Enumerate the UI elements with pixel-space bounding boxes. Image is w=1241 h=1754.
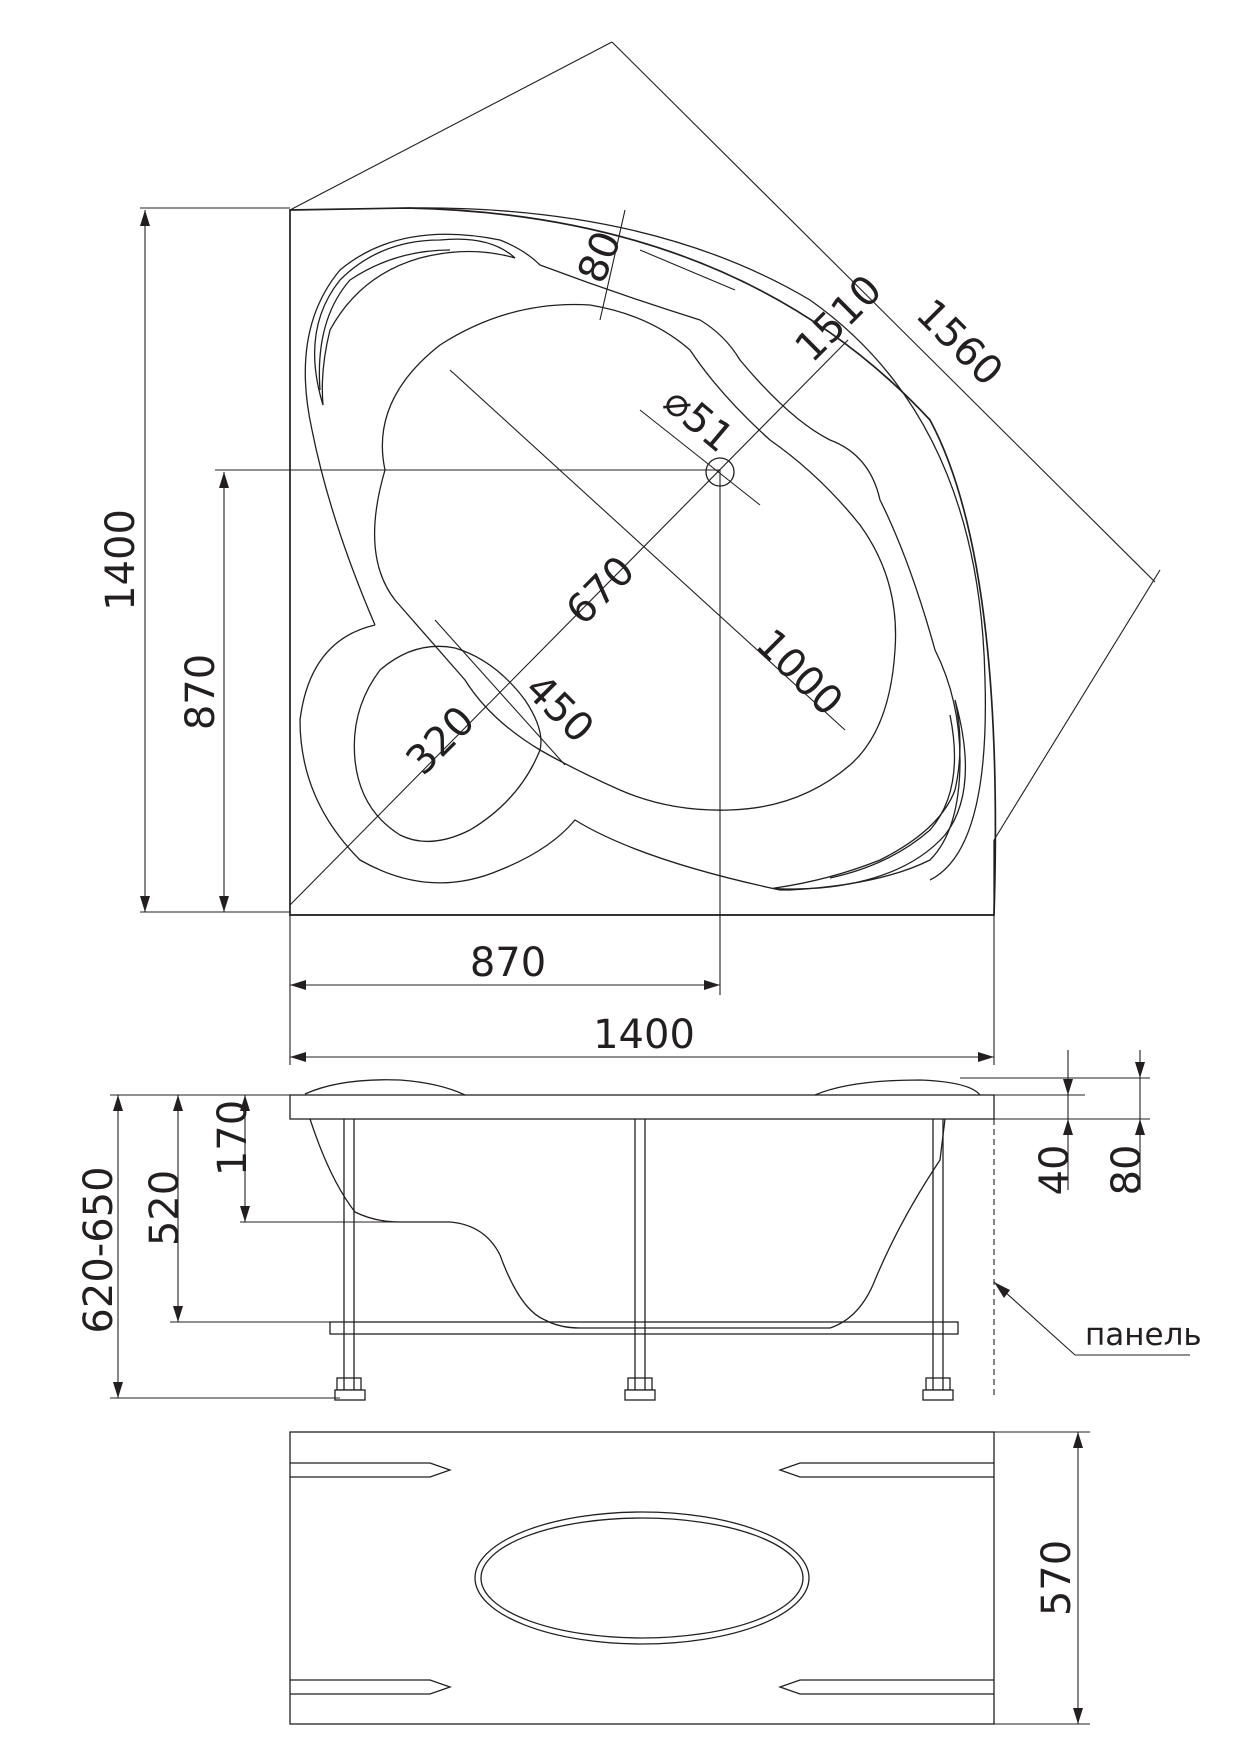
main-bowl: [373, 303, 897, 811]
dim-seat-length: 450: [516, 666, 603, 753]
bowl-profile: [309, 1118, 946, 1329]
frame-bar: [329, 1321, 959, 1335]
dim-diagonal-outer: 1560: [907, 291, 1012, 396]
headrest-groove-bottom: [772, 699, 967, 890]
dim-seat-depth: 170: [210, 1100, 256, 1176]
panel-oval-outer: [474, 1511, 810, 1645]
headrest-groove-top: [314, 238, 516, 406]
dim-total-height: 620-650: [76, 1166, 122, 1333]
dim-rim-height: 80: [1104, 1145, 1150, 1196]
dim-drain-x: 870: [470, 940, 546, 986]
side-view: 620-650 520 170 40 80 панель: [76, 1050, 1202, 1401]
dim-diagonal-inner: 1510: [787, 267, 892, 372]
panel-view: 570: [289, 1431, 1090, 1725]
dim-drain-y: 870: [178, 654, 224, 730]
rim-bar: [289, 1094, 995, 1120]
dim-width-top: 1400: [593, 1012, 695, 1058]
dim-panel-height: 570: [1034, 1540, 1080, 1616]
rim-contour: [304, 233, 961, 891]
dim-bowl-length: 1000: [747, 621, 852, 726]
dim-drain-diameter: ⌀51: [655, 378, 742, 461]
drain-circle: [705, 457, 735, 487]
top-view: 1400 870 1400 870 1560 1510 80 ⌀51 1000 …: [98, 41, 1161, 1065]
outer-rim: [407, 207, 987, 881]
dim-bowl-depth: 520: [142, 1170, 188, 1246]
dim-height-left: 1400: [98, 509, 144, 611]
seat-bowl: [353, 645, 542, 843]
panel-label: панель: [1085, 1317, 1202, 1353]
dim-seat-diameter: 320: [398, 698, 485, 785]
panel-outline: [289, 1431, 995, 1725]
outline-square: [289, 207, 997, 916]
dim-rim-thickness: 40: [1032, 1145, 1078, 1196]
